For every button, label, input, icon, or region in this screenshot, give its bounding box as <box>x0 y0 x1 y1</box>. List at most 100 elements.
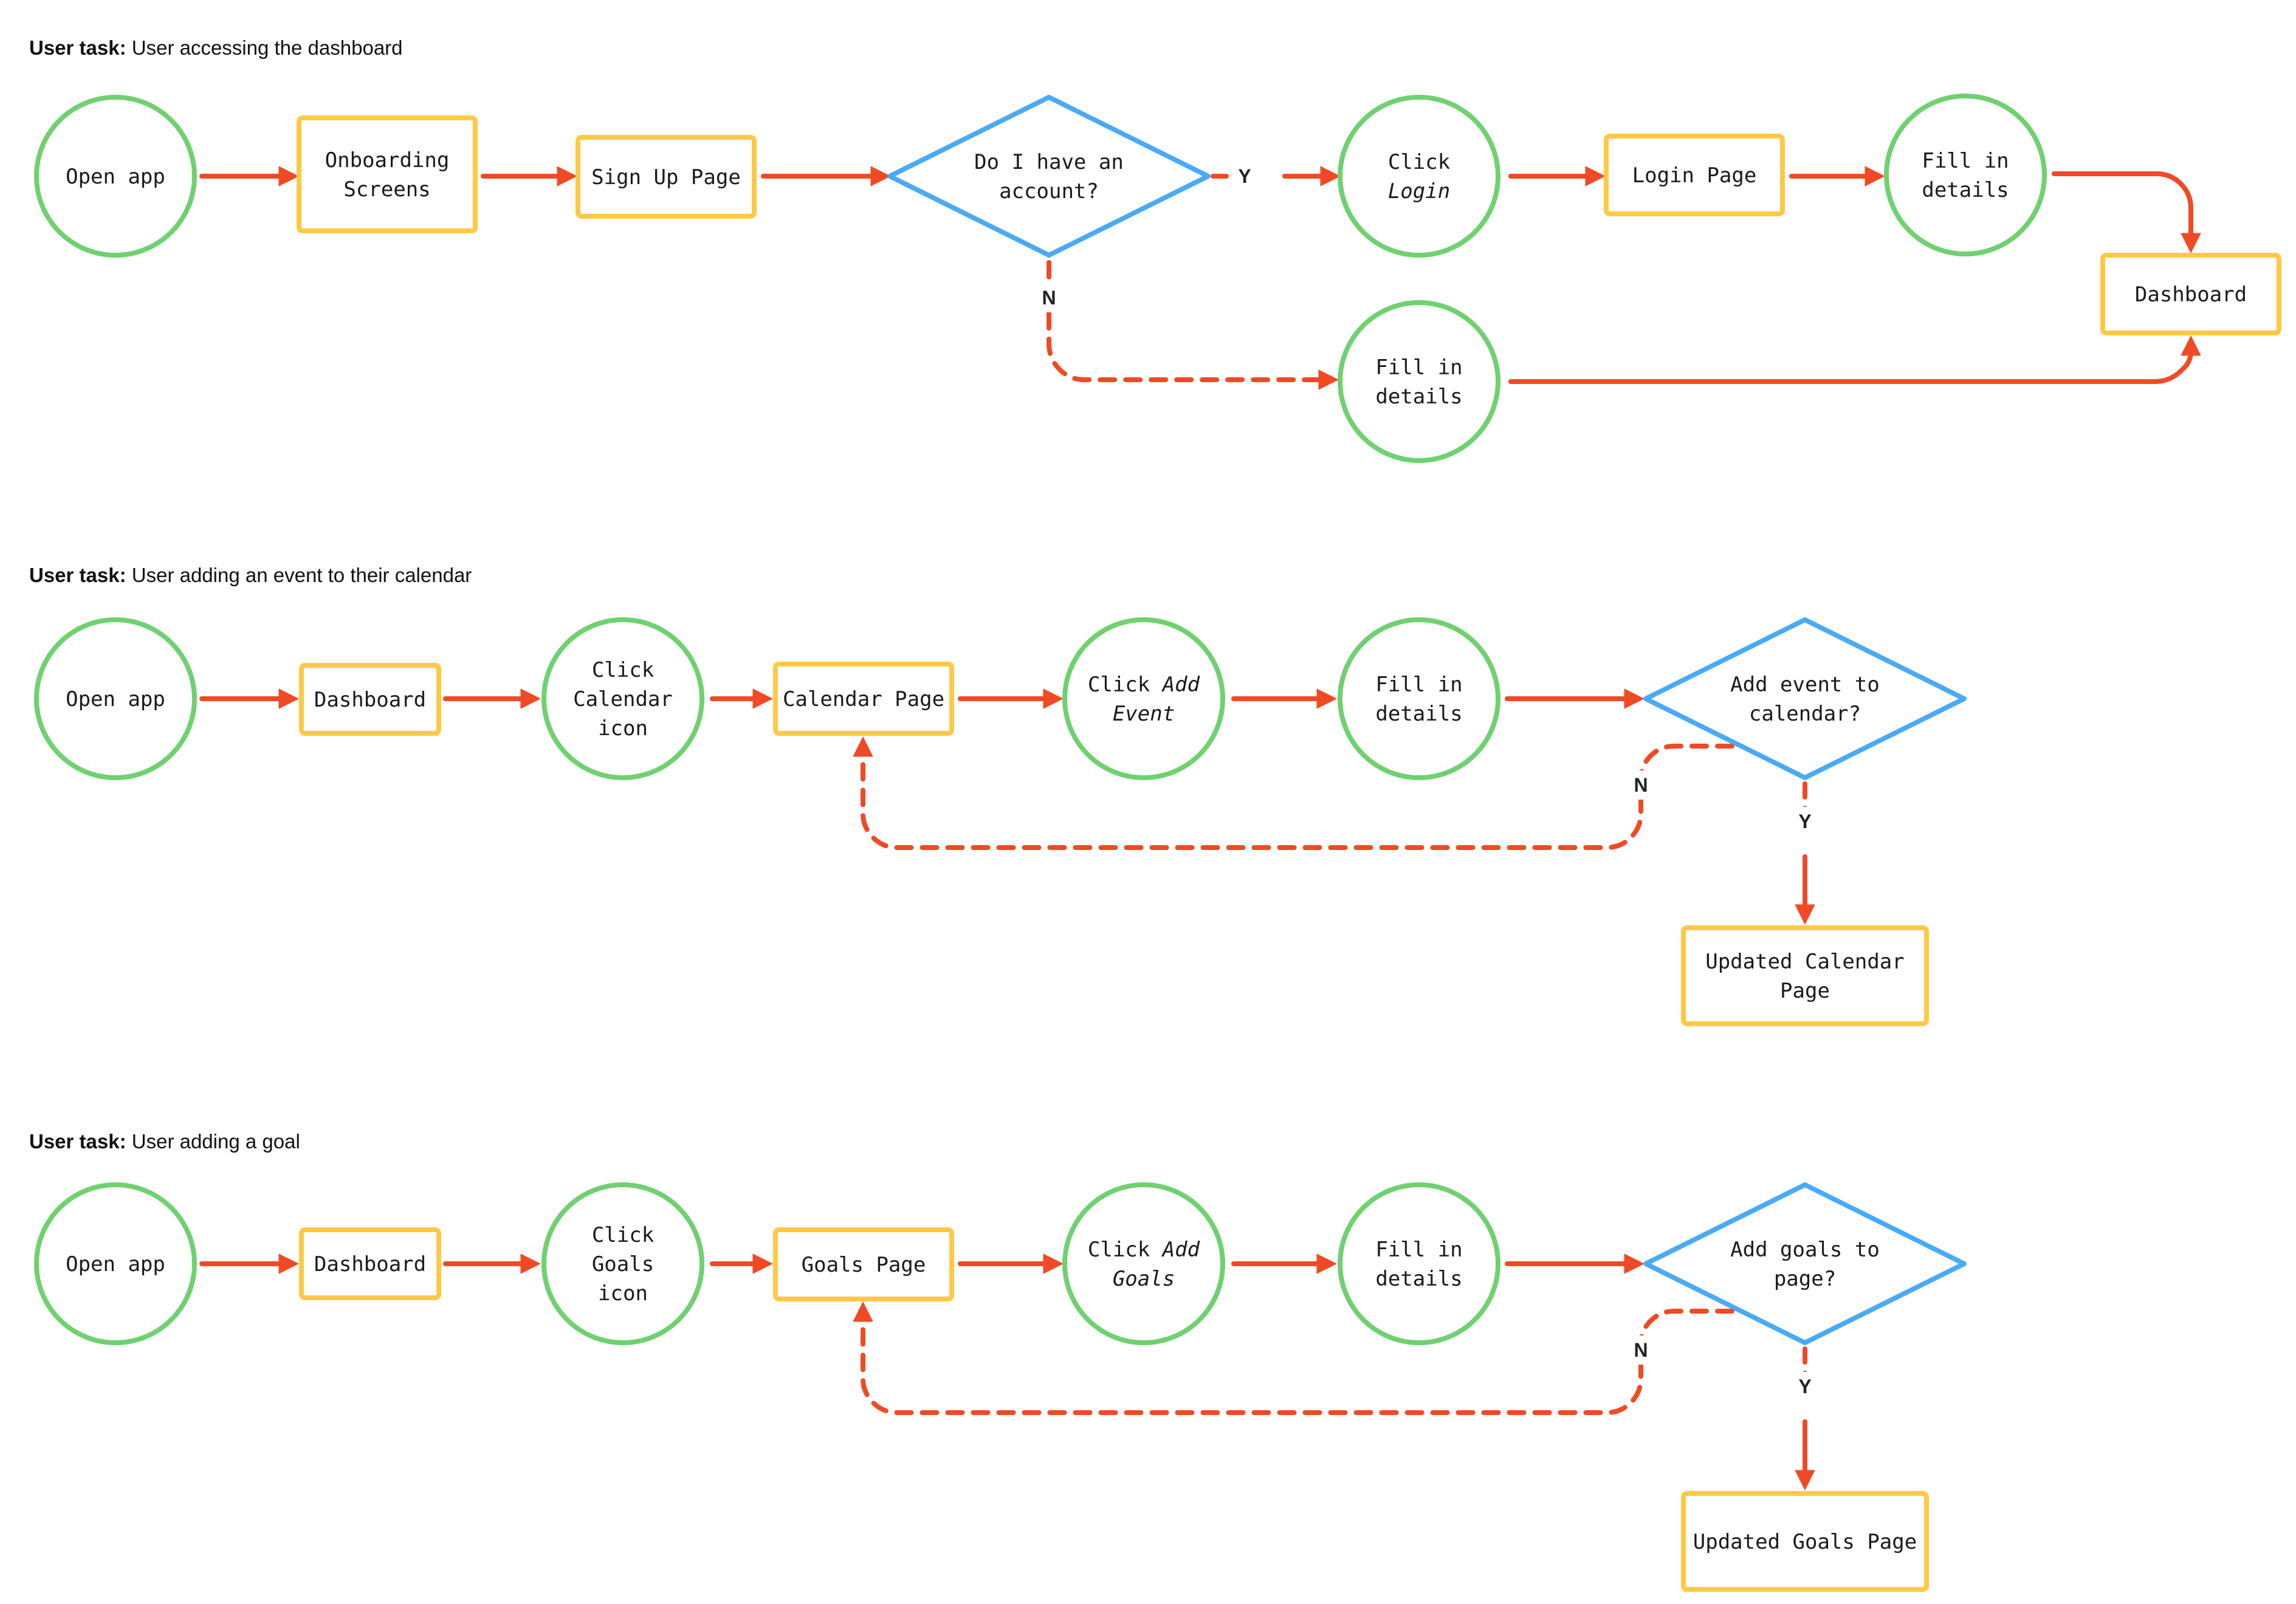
node-label: Dashboard <box>314 688 426 712</box>
node-label: Dashboard <box>2135 283 2247 307</box>
edge-label-backdrop <box>1231 162 1258 191</box>
node-label-text: Event <box>1113 702 1175 726</box>
edge-line <box>1047 260 1339 390</box>
node-label-text: icon <box>598 1281 648 1306</box>
flow-1-edge-fill-details-login-to-dashboard <box>2052 171 2201 254</box>
node-label-text: Dashboard <box>2135 283 2247 307</box>
process-circle-shape <box>34 617 197 780</box>
node-label-text: Click <box>1388 150 1450 174</box>
flow-2-edge-label-y: Y <box>1798 811 1811 832</box>
flow-3-node-dashboard: Dashboard <box>299 1227 441 1300</box>
flow-1-edge-fill-details-signup-to-dashboard <box>1508 335 2201 384</box>
edge-line <box>2052 171 2201 254</box>
node-label-text: Click <box>592 658 654 682</box>
node-label-text: details <box>1375 385 1462 409</box>
node-label: Fill in details <box>1375 355 1462 409</box>
node-label-text: Open app <box>66 1252 165 1277</box>
node-label-text: Login Page <box>1632 163 1757 188</box>
node-label-text: details <box>1375 702 1462 726</box>
flow-2-edge-label-n: N <box>1634 774 1648 796</box>
flow-2-heading: User task: User adding an event to their… <box>29 564 472 586</box>
decision-diamond-shape <box>1643 617 1967 780</box>
flow-3-edge-label-n: N <box>1634 1339 1648 1361</box>
flow-1-node-dashboard: Dashboard <box>2100 253 2281 335</box>
flow-1-edge-label-y: Y <box>1238 165 1251 187</box>
flow-1-heading-prefix: User task: <box>29 36 126 59</box>
node-label-text: Click <box>592 1223 654 1247</box>
node-label-text: Add goals to <box>1730 1238 1880 1262</box>
node-label-text: Add event to <box>1730 673 1880 697</box>
node-label: Fill in details <box>1375 673 1462 726</box>
node-label-text: Dashboard <box>314 688 426 712</box>
page-box-shape <box>1604 134 1785 216</box>
node-label-text: details <box>1375 1267 1462 1291</box>
node-label-text: Calendar <box>573 687 673 711</box>
process-circle-shape <box>34 95 197 258</box>
page-box-shape <box>299 1227 441 1300</box>
edge-label-backdrop <box>1792 807 1818 836</box>
node-label: Dashboard <box>314 1252 426 1277</box>
page-box-shape <box>576 135 757 219</box>
node-label-text: account? <box>999 179 1099 204</box>
node-label: Updated Goals Page <box>1693 1530 1917 1554</box>
node-label: Open app <box>66 165 165 189</box>
process-circle-shape <box>1338 617 1500 780</box>
process-circle-shape <box>541 617 704 780</box>
node-label-text: Dashboard <box>314 1252 426 1277</box>
node-label-text: Goals <box>1113 1267 1175 1291</box>
page-box-shape <box>2100 253 2281 335</box>
process-circle-shape <box>34 1182 197 1345</box>
flow-2-edge-add-event-decision-to-calendar-page <box>853 736 1734 850</box>
decision-diamond-shape <box>1643 1182 1967 1345</box>
flow-3-node-updated-goals-page: Updated Goals Page <box>1681 1491 1929 1592</box>
node-label: Goals Page <box>802 1253 926 1277</box>
node-label: Open app <box>66 1252 165 1277</box>
flow-2-heading-text: User adding an event to their calendar <box>126 564 472 586</box>
node-label-text: Screens <box>343 177 430 202</box>
process-circle-shape <box>1338 300 1500 463</box>
page-box-shape <box>299 663 441 736</box>
flow-1-node-login-page: Login Page <box>1604 134 1785 216</box>
node-label-text: Sign Up Page <box>591 165 741 190</box>
node-label-text: Add <box>1161 673 1200 697</box>
edge-label-backdrop <box>1792 1372 1818 1401</box>
process-circle-shape <box>1338 95 1500 258</box>
node-label-text: Login <box>1388 179 1450 204</box>
node-label-text: Click <box>1088 1238 1163 1262</box>
node-label: Sign Up Page <box>591 165 741 190</box>
process-circle-shape <box>1062 617 1225 780</box>
node-label-text: Open app <box>66 165 165 189</box>
flow-1-heading-text: User accessing the dashboard <box>126 36 403 59</box>
node-label-text: Goals <box>592 1252 654 1277</box>
edge-label-backdrop <box>1627 770 1654 800</box>
node-label-text: Fill in <box>1375 355 1462 380</box>
page-box-shape <box>1681 925 1929 1026</box>
flow-3-heading-prefix: User task: <box>29 1130 126 1153</box>
node-label: Open app <box>66 687 165 711</box>
flow-1-edge-have-account-decision-to-fill-details-signup <box>1047 260 1339 390</box>
flow-1-edge-label-n: N <box>1042 287 1056 309</box>
process-circle-shape <box>1338 1182 1500 1345</box>
page-box-shape <box>773 1227 954 1301</box>
edge-label-backdrop <box>1627 1335 1654 1365</box>
node-label-text: Fill in <box>1375 673 1462 697</box>
